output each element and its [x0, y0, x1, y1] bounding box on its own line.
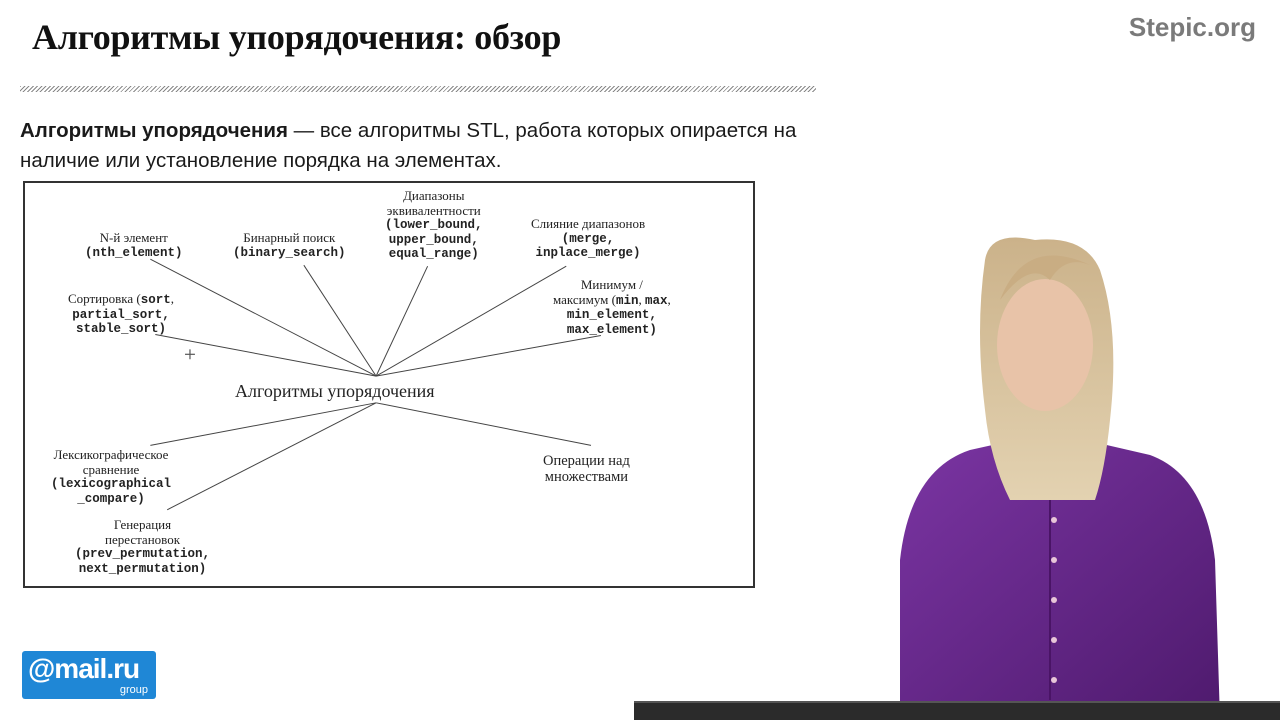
node-equal-code2: upper_bound, — [388, 232, 479, 247]
node-lex-code1: (lexicographical — [51, 477, 172, 491]
ordering-algorithms-diagram: N-й элемент (nth_element) Бинарный поиск… — [23, 181, 755, 588]
presenter-face — [997, 279, 1093, 411]
line-minmax — [376, 334, 601, 377]
node-equal-code3: equal_range) — [388, 247, 479, 261]
presenter-shirt — [900, 440, 1220, 720]
diagram-lines — [150, 258, 601, 511]
node-binary-search: Бинарный поиск (binary_search) — [233, 230, 346, 260]
node-permutation: Генерация перестановок (prev_permutation… — [75, 517, 211, 576]
node-merge-code1: (merge, — [561, 231, 615, 246]
node-perm-code2: next_permutation) — [78, 561, 207, 576]
line-binary — [303, 264, 377, 377]
mail-ru-logo-text: @mail.ru — [28, 653, 140, 684]
node-perm-title2: перестановок — [105, 531, 181, 547]
diagram-center-label: Алгоритмы упорядочения — [235, 381, 435, 401]
node-equal-title2: эквивалентности — [386, 202, 481, 218]
node-lex-title2: сравнение — [82, 461, 140, 477]
line-sets — [376, 402, 592, 446]
mail-ru-logo-subtext: group — [119, 684, 148, 696]
node-sort-title: Сортировка (sort, — [68, 291, 175, 307]
line-nth — [150, 258, 377, 377]
node-equal-code1: (lower_bound, — [385, 218, 483, 232]
node-set-operations: Операции над множествами — [543, 453, 630, 485]
intro-bold-term: Алгоритмы упорядочения — [20, 119, 288, 142]
line-merge — [375, 265, 567, 377]
node-merge-code2: inplace_merge) — [535, 246, 641, 260]
node-perm-title: Генерация — [113, 517, 172, 532]
line-sort — [155, 334, 377, 377]
divider-rule — [20, 86, 816, 92]
intro-definition: — все алгоритмы STL, работа которых опир… — [20, 119, 797, 172]
line-equal — [375, 265, 429, 377]
node-minmax-title2: максимум (min, max, — [553, 291, 671, 308]
node-merge-title: Слияние диапазонов — [531, 216, 646, 231]
node-merge: Слияние диапазонов (merge, inplace_merge… — [531, 216, 646, 261]
node-minmax: Минимум / максимум (min, max, min_elemen… — [553, 277, 671, 337]
node-perm-code1: (prev_permutation, — [75, 547, 211, 561]
cursor-crosshair-icon — [185, 349, 195, 360]
line-perm — [166, 402, 377, 511]
laptop-edge — [634, 701, 1280, 704]
node-binary-code: (binary_search) — [233, 245, 346, 260]
node-nth-element: N-й элемент (nth_element) — [85, 230, 183, 260]
node-lex-title: Лексикографическое — [53, 447, 169, 462]
node-minmax-title: Минимум / — [580, 277, 643, 292]
node-sort-code2: stable_sort) — [76, 322, 167, 336]
node-sort-code1: partial_sort, — [72, 307, 170, 322]
node-lex-code2: _compare) — [77, 491, 145, 506]
intro-text: Алгоритмы упорядочения — все алгоритмы S… — [20, 116, 860, 176]
node-minmax-code1: min_element, — [566, 308, 657, 322]
node-equal-title: Диапазоны — [403, 188, 465, 203]
node-minmax-code2: max_element) — [566, 322, 657, 337]
line-lex — [150, 402, 377, 446]
node-sets-title: Операции над — [543, 453, 630, 469]
slide-title: Алгоритмы упорядочения: обзор — [32, 17, 562, 57]
node-equal-range: Диапазоны эквивалентности (lower_bound, … — [385, 188, 483, 262]
node-lexicographical: Лексикографическое сравнение (lexicograp… — [51, 447, 172, 506]
node-nth-title: N-й элемент — [99, 230, 168, 245]
node-nth-code: (nth_element) — [85, 245, 183, 260]
node-sets-title2: множествами — [544, 469, 629, 485]
node-sort: Сортировка (sort, partial_sort, stable_s… — [68, 291, 175, 337]
stepic-brand: Stepic.org — [1128, 12, 1256, 42]
mail-ru-group-logo: @mail.ru group — [22, 651, 156, 699]
laptop-body — [634, 703, 1280, 720]
presenter-image — [900, 237, 1220, 720]
node-binary-title: Бинарный поиск — [243, 230, 336, 245]
